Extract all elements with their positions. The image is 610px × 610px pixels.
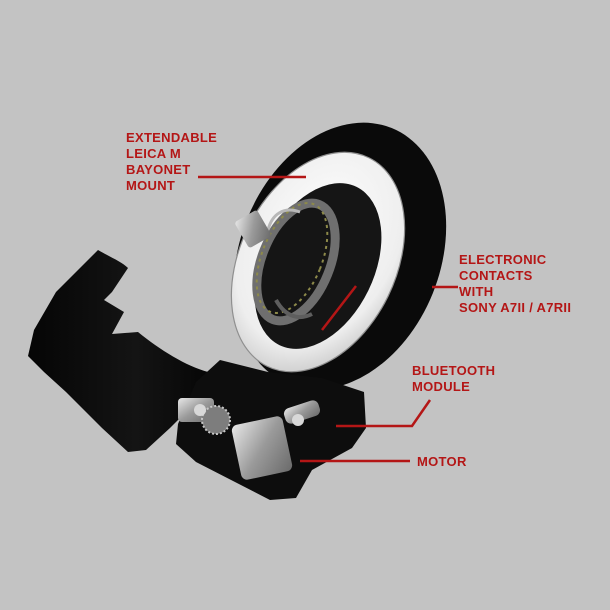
motor-block	[231, 416, 293, 480]
callout-motor: MOTOR	[417, 454, 467, 470]
screw-right	[292, 414, 304, 426]
callout-bayonet-line: BAYONET	[126, 162, 191, 177]
inner-gold-ring	[255, 202, 329, 314]
callout-motor-line: MOTOR	[417, 454, 467, 469]
inner-highlight	[266, 208, 301, 231]
callout-bluetooth-module: BLUETOOTH MODULE	[412, 363, 495, 395]
screw-left	[194, 404, 206, 416]
callout-electronic-contacts: ELECTRONIC CONTACTS WITH SONY A7II / A7R…	[459, 252, 571, 316]
gear-wheel	[201, 405, 231, 435]
callout-contacts-line: ELECTRONIC	[459, 252, 547, 267]
leader-contacts-inner	[321, 285, 357, 331]
callout-bayonet-line: LEICA M	[126, 146, 182, 161]
callout-contacts-line: SONY A7II / A7RII	[459, 300, 572, 315]
callout-bluetooth-line: BLUETOOTH	[412, 363, 496, 378]
callout-contacts-line: CONTACTS	[459, 268, 533, 283]
callout-bayonet-line: EXTENDABLE	[126, 130, 218, 145]
inner-metal-ring	[252, 198, 340, 326]
callout-bayonet-line: MOUNT	[126, 178, 176, 193]
inner-highlight-2	[274, 298, 313, 319]
grip-shape	[28, 250, 208, 452]
bayonet-tab	[235, 210, 271, 248]
callout-bluetooth-line: MODULE	[412, 379, 471, 394]
callout-contacts-line: WITH	[459, 284, 494, 299]
callout-bayonet-mount: EXTENDABLE LEICA M BAYONET MOUNT	[126, 130, 217, 194]
leader-bluetooth	[336, 399, 432, 428]
inner-opening	[254, 183, 382, 349]
